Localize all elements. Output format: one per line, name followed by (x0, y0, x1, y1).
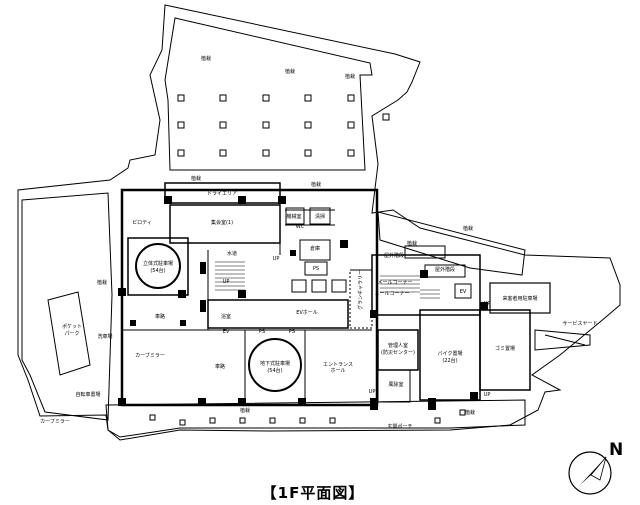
label-curve-mirror-bottom: カーブミラー (40, 418, 70, 425)
label-pocket-park2: パーク (64, 331, 79, 337)
label-water-room: 水道 (227, 250, 237, 257)
label-ps1: PS (313, 266, 319, 272)
label-bicycle-spot: 自転車置場 (75, 391, 100, 398)
compass: N (568, 440, 623, 495)
label-up2: UP (273, 256, 280, 262)
label-wc: WC (296, 224, 305, 230)
label-ps3: PS (289, 329, 295, 335)
label-driveway-left: 車路 (155, 313, 165, 320)
visitor-parking-box (489, 282, 551, 314)
compass-circle (568, 451, 612, 495)
label-parking-tower: 立体式駐車場 (143, 260, 173, 267)
parking-tower-turntable (135, 243, 181, 289)
label-warehouse: 倉庫 (310, 245, 320, 252)
label-planting-top-left: 植栽 (201, 55, 211, 62)
underground-turntable (248, 338, 302, 392)
garbage-box (479, 309, 531, 391)
label-up3: UP (369, 389, 376, 395)
label-mail-corner: メールコーナー (378, 280, 413, 286)
label-dry-area: ドライエリア (207, 191, 237, 197)
label-up1: UP (223, 279, 230, 285)
label-underground-parking: 地下式駐車場 (260, 360, 290, 367)
west-strip (21, 192, 113, 421)
label-shower: 浴室 (221, 313, 231, 320)
pocket-park (47, 291, 91, 376)
label-ps2: PS (259, 329, 265, 335)
label-piloti: ピロティ (132, 220, 152, 226)
label-parking-tower-count: (54台) (150, 267, 165, 274)
label-windbreak: 風除室 (388, 381, 403, 388)
site-boundary (17, 4, 621, 441)
label-underground-count: (54台) (267, 367, 282, 374)
label-entrance-hall: エントランス (323, 362, 353, 368)
label-planting-west: 植栽 (97, 279, 107, 286)
label-ev-small: EV (223, 329, 230, 335)
bottom-strip (105, 399, 526, 438)
building-main (120, 188, 379, 407)
label-meeting-room: 集会室(1) (211, 219, 233, 226)
label-planting-upper-mid: 植栽 (311, 181, 321, 188)
label-service-yard: サービスヤード (562, 320, 597, 327)
label-up5: UP (484, 301, 491, 307)
label-mail-corner2: メールコーナー (375, 291, 410, 297)
dry-area (164, 182, 281, 204)
label-ev-right: EV (460, 289, 467, 295)
label-management: 管理人室 (388, 342, 408, 349)
label-entrance-hall2: ホール (330, 368, 345, 374)
compass-letter: N (609, 440, 623, 460)
compass-needle-icon (580, 457, 606, 485)
label-garbage: ゴミ置場 (495, 345, 515, 352)
upper-courtyard (164, 17, 373, 171)
label-planting-top-mid: 植栽 (285, 68, 295, 75)
label-bike-parking: バイク置場 (438, 350, 463, 357)
label-pool-room: 機械室 (286, 213, 301, 220)
label-trash-small: 清掃 (315, 213, 325, 220)
label-outdoor-stairs2: 屋外階段 (435, 266, 455, 273)
label-car-wash: 洗車場 (97, 333, 112, 340)
label-pocket-park: ポケット (62, 323, 82, 330)
label-planting-bottom-right: 植栽 (465, 409, 475, 416)
label-outdoor-stairs: 屋外階段 (384, 252, 404, 259)
label-planting-east: 植栽 (407, 240, 417, 247)
label-up4: UP (484, 392, 491, 398)
label-gallery: グランギャラリー (357, 270, 364, 310)
label-driveway-mid: 車路 (215, 363, 225, 370)
label-management2: (防災センター) (381, 349, 415, 356)
label-entrance-porch: 玄関ポーチ (387, 423, 412, 430)
label-planting-east2: 植栽 (463, 225, 473, 232)
label-planting-upper-left: 植栽 (191, 175, 201, 182)
label-bike-count: (22台) (442, 357, 457, 364)
parking-tower-box (127, 237, 189, 296)
label-planting-top-right: 植栽 (345, 73, 355, 80)
label-ev-hall: EVホール (296, 310, 318, 316)
label-curve-mirror: カーブミラー (135, 352, 165, 359)
label-planting-bottom: 植栽 (240, 407, 250, 414)
east-strip (377, 211, 526, 276)
plan-title: 【1F平面図】 (261, 484, 365, 502)
label-visitor-parking: 来客者用駐車場 (502, 295, 537, 302)
